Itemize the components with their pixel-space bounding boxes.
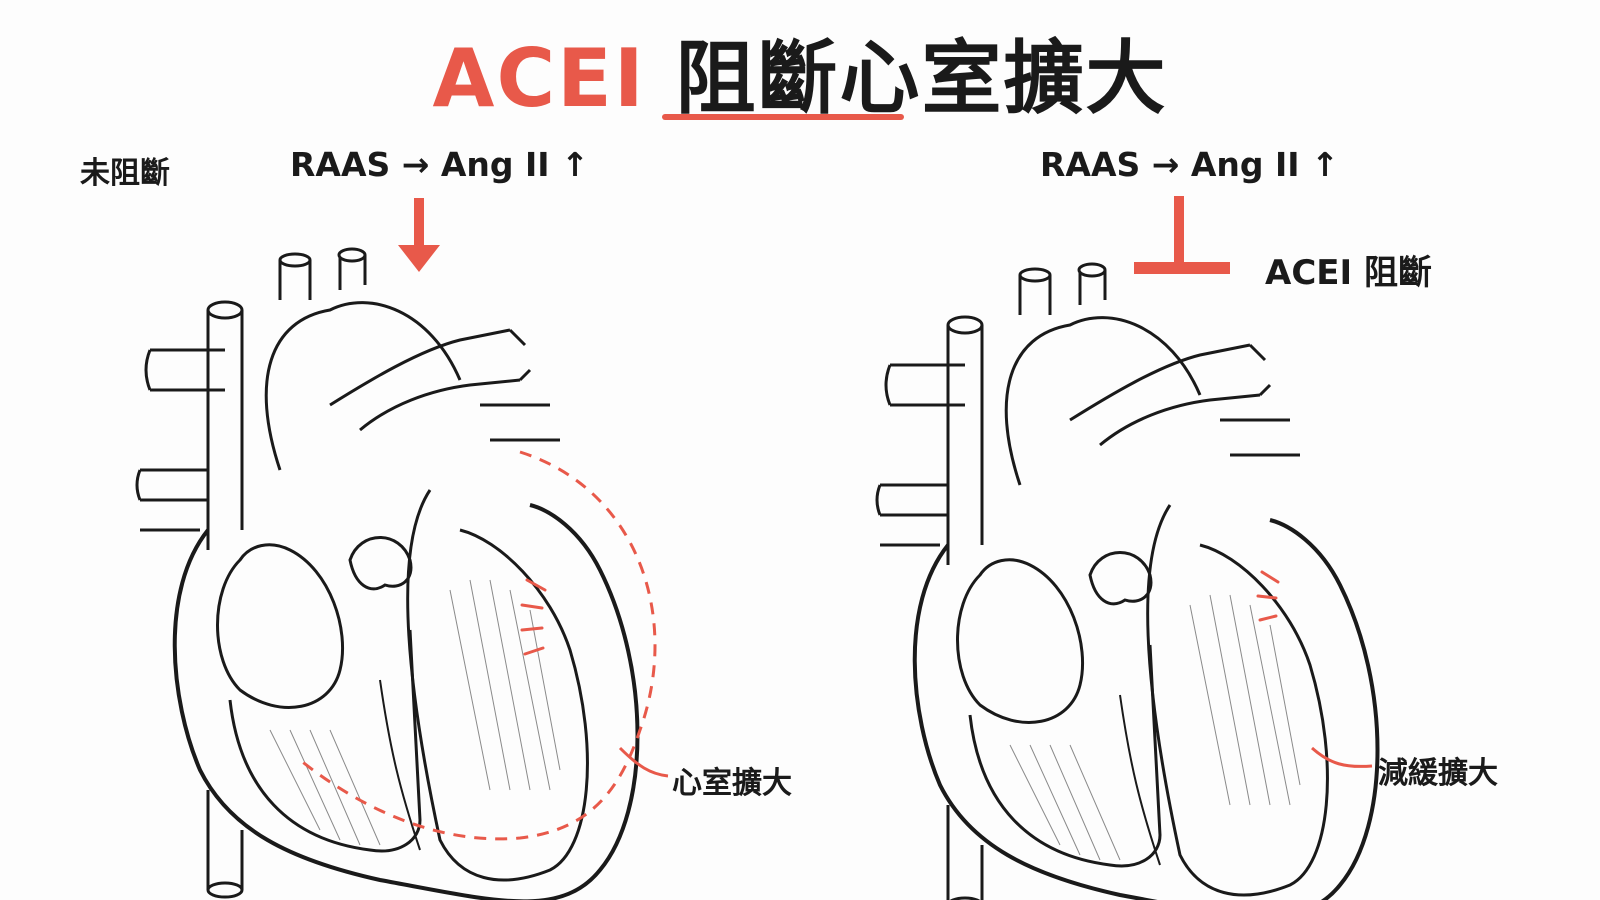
right-pathway-label: RAAS → Ang II ↑ [1040,145,1339,184]
strain-marks-left [520,578,547,656]
left-callout-label: 心室擴大 [672,766,792,801]
enlargement-dashed-outline [299,450,657,841]
left-callout-leader [618,746,669,778]
left-heart-illustration [135,247,640,900]
right-callout-label: 減緩擴大 [1378,756,1498,791]
inhibition-label: ACEI 阻斷 [1265,253,1432,293]
down-arrow-icon [398,198,440,272]
unblocked-state-label: 未阻斷 [80,156,170,191]
title-rest: 阻斷心室擴大 [675,32,1168,125]
right-heart-illustration [875,262,1380,900]
left-pathway-label: RAAS → Ang II ↑ [290,145,589,184]
strain-marks-right [1256,570,1280,622]
page-title: ACEI 阻斷心室擴大 [0,14,1600,130]
title-accent: ACEI [432,32,646,125]
title-underline [662,114,904,120]
right-callout-leader [1311,746,1373,768]
inhibition-bar-icon [1134,196,1230,274]
